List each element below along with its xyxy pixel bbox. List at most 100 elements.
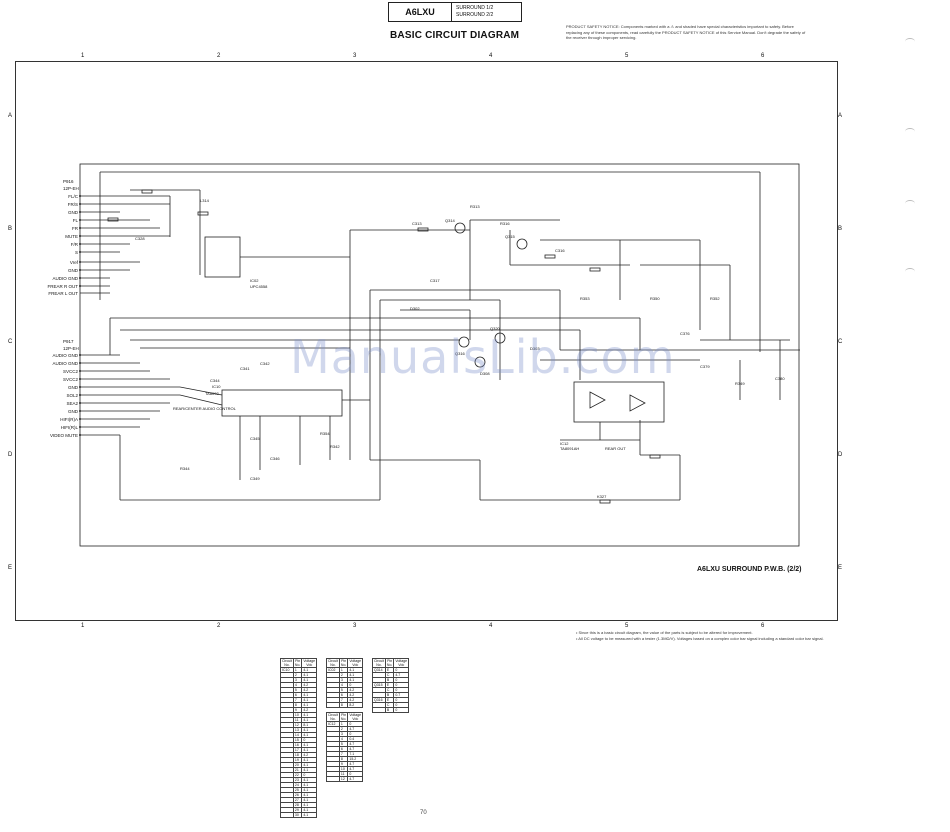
- component-ref: C345: [250, 436, 260, 441]
- component-ref: C316: [555, 248, 565, 253]
- table-cell-pin: 8: [338, 702, 349, 708]
- component-ref: C380: [775, 376, 785, 381]
- pin-label: SVCC2: [63, 369, 79, 374]
- schematic-frame: [15, 61, 838, 621]
- table-cell-pin: 12: [338, 776, 349, 782]
- ic-part-label: TA8091AH: [560, 446, 579, 451]
- model-subsections: SURROUND 1/2 SURROUND 2/2: [452, 3, 521, 21]
- component-ref: C346: [270, 456, 280, 461]
- grid-row-label: A: [838, 113, 843, 119]
- table-header: Pin No.: [338, 712, 349, 722]
- pin-label: FR/S: [68, 202, 78, 207]
- component-ref: R313: [470, 204, 480, 209]
- ic-ref-label: IC12: [560, 441, 569, 446]
- pin-label: FREAR R OUT: [47, 284, 78, 289]
- table-header: Voltage Vdc: [347, 658, 364, 668]
- component-ref: D308: [480, 371, 490, 376]
- diagram-title: BASIC CIRCUIT DIAGRAM: [390, 30, 520, 41]
- table-header: Pin No.: [338, 658, 349, 668]
- grid-row-label: D: [8, 452, 13, 458]
- component-ref: R353: [580, 296, 590, 301]
- pin-label: VIDEO MUTE: [50, 433, 78, 438]
- footnote: • All DC voltage to be measured with a t…: [576, 635, 824, 641]
- pin-label: FR: [72, 226, 79, 231]
- table-header: Circuit No.: [372, 658, 386, 668]
- footnotes: • Since this is a basic circuit diagram,…: [576, 630, 824, 641]
- pin-label: MUTE: [65, 234, 78, 239]
- pin-label: FL/C: [68, 194, 79, 199]
- connector-pins-label: 12P-EH: [63, 346, 79, 351]
- table-cell-circuit: [372, 707, 386, 713]
- connector-pins-label: 12P-EH: [63, 186, 79, 191]
- component-ref: R350: [650, 296, 660, 301]
- table-header: Circuit No.: [326, 712, 340, 722]
- margin-mark: [905, 200, 915, 207]
- table-cell-circuit: [326, 776, 340, 782]
- grid-row-label: A: [8, 113, 13, 119]
- component-ref: D303: [530, 346, 540, 351]
- component-ref: D302: [410, 306, 420, 311]
- component-ref: R344: [180, 466, 190, 471]
- pin-label: SEA2: [66, 401, 78, 406]
- model-header-box: A6LXU SURROUND 1/2 SURROUND 2/2: [388, 2, 522, 22]
- ic-ref-label: IC02: [250, 278, 259, 283]
- component-ref: C379: [700, 364, 710, 369]
- component-ref: Q320: [490, 326, 501, 331]
- margin-mark: [905, 128, 915, 135]
- pin-label: F/R: [71, 242, 79, 247]
- table-header: Pin No.: [292, 658, 303, 668]
- pin-label: SVCC2: [63, 377, 79, 382]
- component-ref: Q316: [455, 351, 466, 356]
- grid-col-label: 3: [353, 53, 357, 59]
- subsection-label: SURROUND 2/2: [456, 12, 494, 18]
- page-number: 70: [420, 810, 427, 816]
- grid-row-label: C: [8, 339, 13, 345]
- grid-col-label: 1: [81, 623, 85, 629]
- component-ref: C341: [240, 366, 250, 371]
- connector-label: P916: [63, 179, 74, 184]
- table-header: Voltage Vdc: [347, 712, 364, 722]
- component-ref: Q314: [445, 218, 456, 223]
- pin-label: AUDIO GND: [52, 353, 78, 358]
- grid-col-label: 6: [761, 623, 765, 629]
- ic-part-label: TA8092: [205, 391, 219, 396]
- table-header: Voltage Vdc: [301, 658, 318, 668]
- pin-label: AUDIO GND: [52, 276, 78, 281]
- table-cell-pin: B: [384, 707, 395, 713]
- table-cell-circuit: [280, 812, 294, 818]
- grid-col-label: 2: [217, 623, 221, 629]
- pin-label: SOL2: [66, 393, 78, 398]
- component-ref: C349: [250, 476, 260, 481]
- pin-label: GND: [68, 268, 79, 273]
- component-ref: R342: [330, 444, 340, 449]
- grid-col-label: 5: [625, 53, 629, 59]
- grid-col-label: 5: [625, 623, 629, 629]
- model-name: A6LXU: [389, 3, 452, 21]
- grid-col-label: 4: [489, 53, 493, 59]
- connector-label: P917: [63, 339, 74, 344]
- pin-label: HIFI(R)L: [61, 425, 79, 430]
- grid-col-label: 1: [81, 53, 85, 59]
- grid-row-label: E: [8, 565, 13, 571]
- grid-row-label: B: [8, 226, 13, 232]
- table-header: Circuit No.: [280, 658, 294, 668]
- component-ref: C342: [260, 361, 270, 366]
- table-cell-voltage: 0: [393, 707, 410, 713]
- pin-label: GND: [68, 409, 79, 414]
- table-cell-circuit: [326, 702, 340, 708]
- pin-label: GND: [68, 210, 79, 215]
- table-cell-pin: 30: [292, 812, 303, 818]
- pin-label: GND: [68, 385, 79, 390]
- pin-label: FREAR L OUT: [48, 291, 78, 296]
- grid-col-label: 4: [489, 623, 493, 629]
- grid-row-label: E: [838, 565, 843, 571]
- table-header: Pin No.: [384, 658, 395, 668]
